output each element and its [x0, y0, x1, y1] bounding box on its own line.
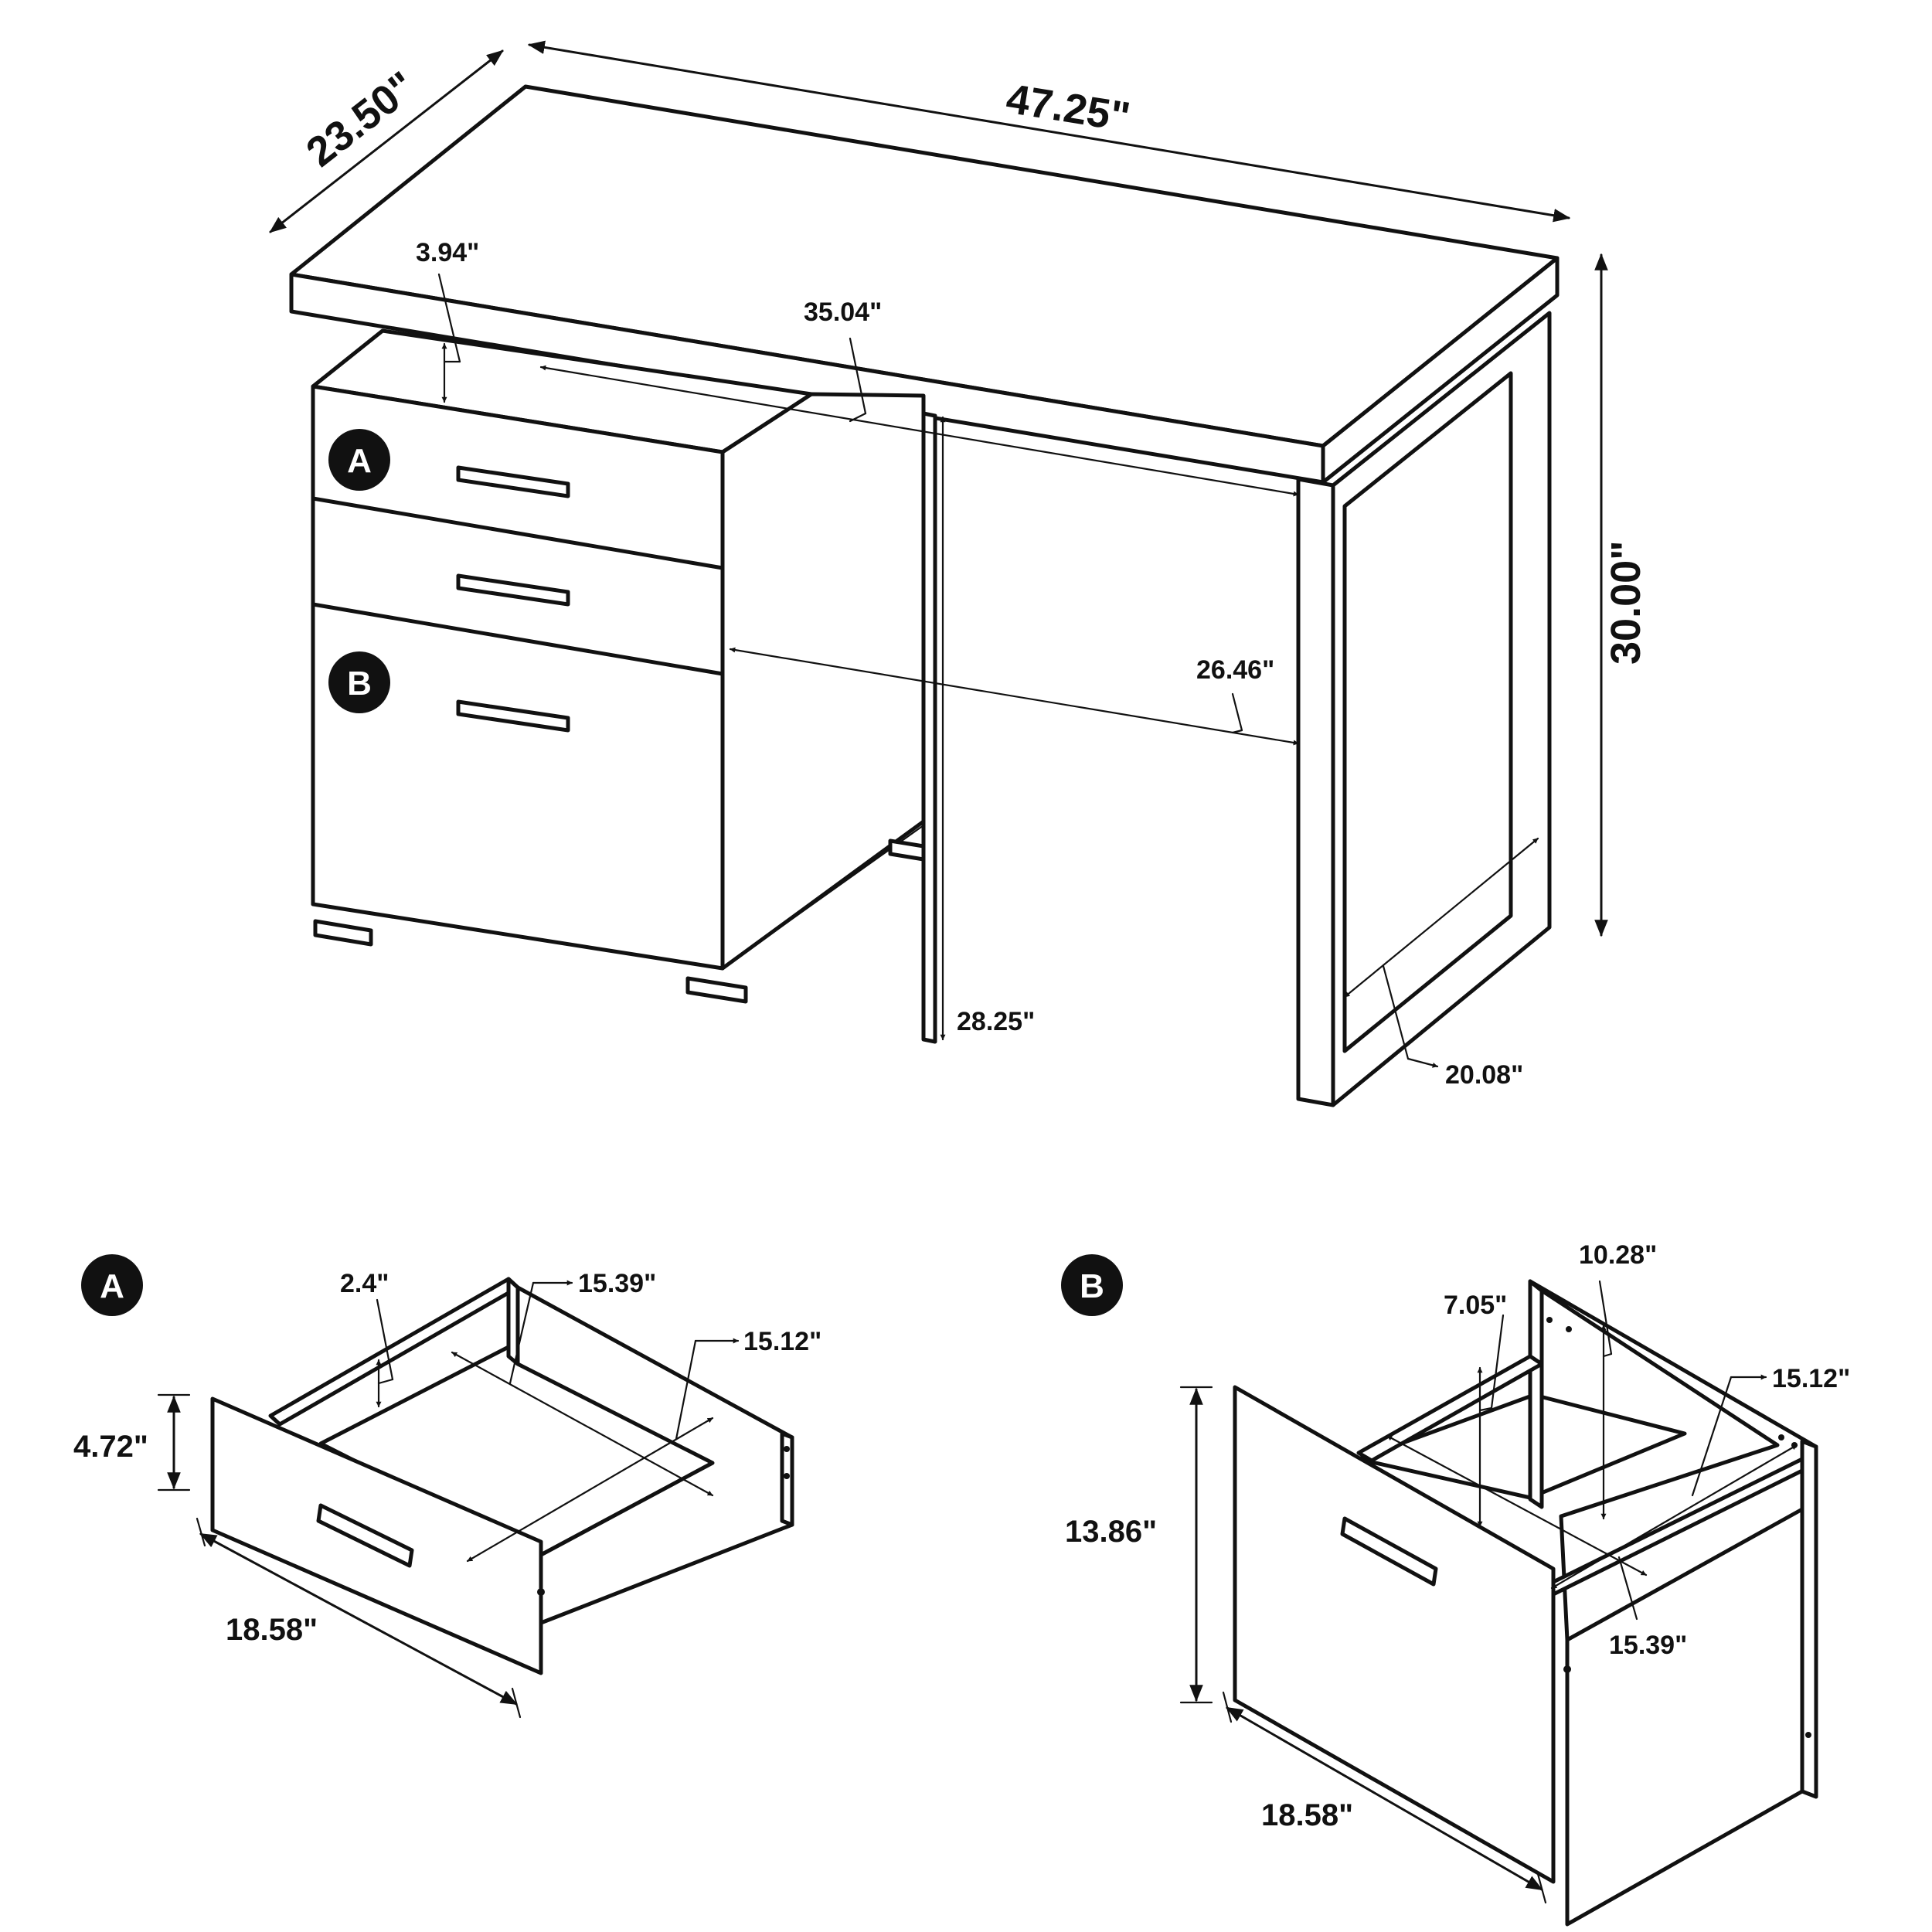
drawer-b-front-width-label: 18.58"	[1261, 1798, 1353, 1832]
drawer-pull-file	[456, 699, 570, 733]
desk-width-label: 47.25"	[1003, 76, 1133, 141]
drawer-a-right-side	[780, 1431, 794, 1527]
drawer-a-inner-depth-label: 15.39"	[578, 1269, 656, 1298]
badge-b-desk: B	[328, 651, 390, 713]
svg-text:B: B	[1080, 1267, 1104, 1305]
cabinet-foot-right	[685, 976, 748, 1004]
drawer-b-height-label: 13.86"	[1065, 1515, 1157, 1549]
desk-top-thickness-label: 3.94"	[416, 238, 479, 267]
desk-right-leg-frame	[1296, 477, 1335, 1107]
desk-drawing	[289, 84, 1560, 1107]
drawer-b-inner-width-label: 15.12"	[1772, 1364, 1850, 1393]
svg-text:A: A	[347, 442, 372, 480]
drawer-b-inner-depth-label: 15.39"	[1609, 1631, 1687, 1660]
drawer-a-dimension-lines	[157, 1280, 740, 1719]
drawer-b-inner-height-label: 7.05"	[1444, 1291, 1507, 1320]
desk-inner-width-label: 35.04"	[804, 298, 882, 327]
cabinet-foot-back	[888, 838, 926, 862]
desk-leg-depth-label: 20.08"	[1445, 1060, 1523, 1090]
svg-text:B: B	[347, 665, 372, 702]
badge-a-drawer: A	[81, 1254, 143, 1316]
drawer-b-dimension-lines	[1179, 1280, 1798, 1904]
drawer-a-inner-height-label: 2.4"	[340, 1269, 389, 1298]
drawer-a-inner-width-label: 15.12"	[743, 1327, 821, 1356]
desk-depth-label: 23.50"	[298, 63, 424, 175]
cabinet-foot-left	[313, 919, 373, 947]
drawer-pull-middle	[456, 573, 570, 607]
desk-knee-width-label: 26.46"	[1196, 655, 1274, 685]
cabinet-side	[720, 392, 926, 971]
drawer-b-back-rail	[1356, 1354, 1544, 1463]
drawer-b-back-panel	[1528, 1279, 1544, 1509]
drawer-a-front-width-label: 18.58"	[226, 1613, 318, 1647]
desk-knee-height-label: 28.25"	[957, 1007, 1035, 1036]
badge-a-desk: A	[328, 429, 390, 491]
drawer-a-height-label: 4.72"	[73, 1430, 148, 1464]
desk-height-label: 30.00"	[1603, 540, 1649, 665]
drawer-b-right-side	[1800, 1439, 1818, 1799]
badge-b-drawer: B	[1061, 1254, 1123, 1316]
drawer-b-rail-height-label: 10.28"	[1579, 1240, 1657, 1270]
desk-dimension-lines	[269, 40, 1608, 1068]
desk-top-right-edge	[1321, 256, 1560, 485]
svg-text:A: A	[100, 1267, 124, 1305]
desk-front-left-leg	[921, 411, 937, 1044]
